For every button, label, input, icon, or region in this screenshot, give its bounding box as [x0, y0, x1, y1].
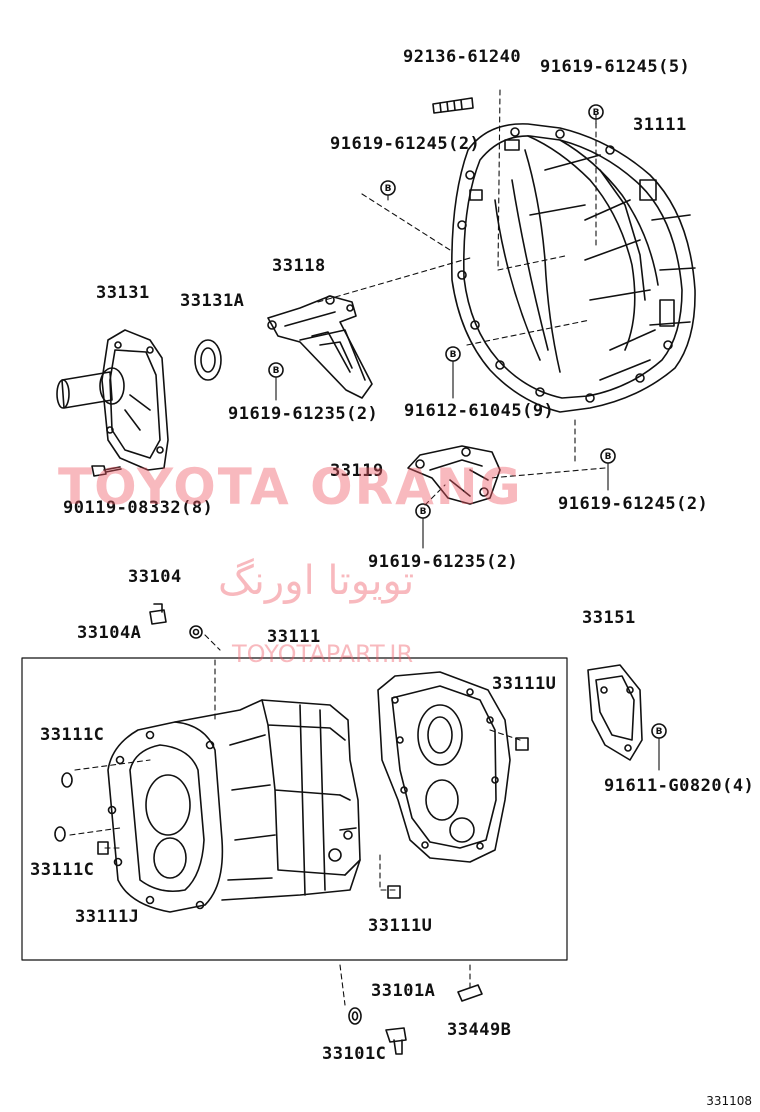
part-label: 33111C	[30, 860, 95, 880]
part-label: 91619-61235(2)	[228, 404, 379, 424]
part-label: 33111J	[75, 907, 140, 927]
part-label: 33111U	[492, 674, 557, 694]
part-label: 91619-61245(2)	[558, 494, 709, 514]
part-label: 31111	[633, 115, 687, 135]
part-label: 33151	[582, 608, 636, 628]
bolt-marker-b: B	[420, 507, 427, 517]
dowel-pins	[54, 737, 529, 899]
case-group-frame	[21, 657, 568, 961]
bolt-marker-b: B	[656, 727, 663, 737]
diagram-code: 331108	[706, 1094, 752, 1108]
part-label: 91611-G0820(4)	[604, 776, 755, 796]
part-label: 33119	[330, 461, 384, 481]
part-label: 33104A	[77, 623, 142, 643]
part-label: 33111C	[40, 725, 105, 745]
plug-33101C	[348, 1007, 362, 1025]
bracket-33119	[407, 445, 501, 505]
oil-seal-33131A	[194, 339, 222, 381]
bolt-marker-b: B	[593, 108, 600, 118]
watermark-latin: TOYOTA ORANG	[58, 458, 523, 516]
part-label: 33111U	[368, 916, 433, 936]
part-label: 33111	[267, 627, 321, 647]
part-label: 33449B	[447, 1020, 512, 1040]
bolt-marker-b: B	[273, 366, 280, 376]
bolt-marker-b: B	[605, 452, 612, 462]
extension-33151	[587, 664, 643, 761]
part-label: 92136-61240	[403, 47, 522, 67]
part-label: 91619-61245(2)	[330, 134, 481, 154]
part-label: 91619-61235(2)	[368, 552, 519, 572]
bolt-90119-08332	[91, 465, 122, 477]
watermark-persian: تویوتا اورنگ	[218, 558, 415, 604]
stud-92136-61240	[432, 97, 474, 114]
part-label: 33101C	[322, 1044, 387, 1064]
part-label: 33104	[128, 567, 182, 587]
gasket-33104A	[189, 625, 203, 639]
retainer-33131	[56, 329, 169, 471]
transmission-case-33111	[107, 699, 361, 913]
plug-33104	[149, 603, 167, 625]
bracket-33118	[267, 295, 373, 399]
adapter-plate	[377, 671, 511, 863]
part-label: 90119-08332(8)	[63, 498, 214, 518]
clutch-housing-31111	[451, 123, 696, 413]
part-label: 33101A	[371, 981, 436, 1001]
part-label: 91619-61245(5)	[540, 57, 691, 77]
bolt-marker-b: B	[385, 184, 392, 194]
part-label: 33131	[96, 283, 150, 303]
plug-33101A	[457, 984, 483, 1002]
bolt-33449B	[385, 1027, 407, 1055]
watermark-site: TOYOTAPART.IR	[232, 640, 414, 668]
part-label: 91612-61045(9)	[404, 401, 555, 421]
bolt-marker-b: B	[450, 350, 457, 360]
part-label: 33118	[272, 256, 326, 276]
part-label: 33131A	[180, 291, 245, 311]
